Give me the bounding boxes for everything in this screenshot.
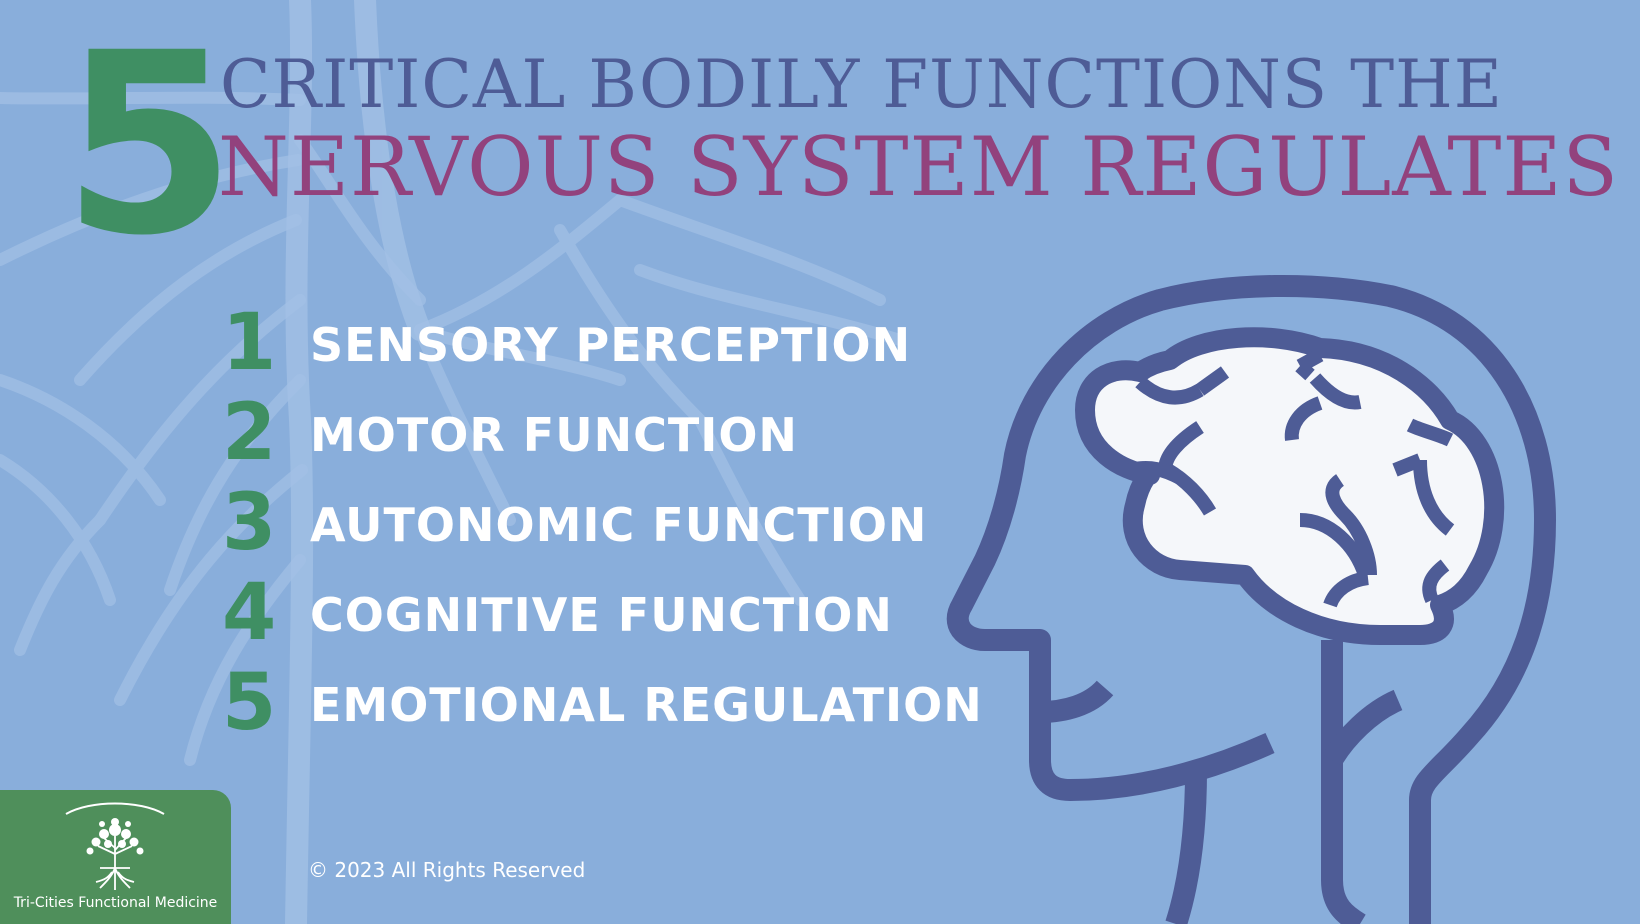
item-label: EMOTIONAL REGULATION xyxy=(310,678,983,732)
item-label: MOTOR FUNCTION xyxy=(310,408,798,462)
list-item: 1 SENSORY PERCEPTION xyxy=(222,300,982,390)
item-label: SENSORY PERCEPTION xyxy=(310,318,912,372)
item-number: 5 xyxy=(222,658,277,748)
title-line-1: CRITICAL BODILY FUNCTIONS THE xyxy=(220,46,1503,123)
list-item: 3 AUTONOMIC FUNCTION xyxy=(222,480,982,570)
big-number-five: 5 xyxy=(62,0,236,290)
head-brain-icon xyxy=(946,274,1556,924)
title-line-2: NERVOUS SYSTEM REGULATES xyxy=(218,121,1619,215)
logo-text: Tri-Cities Functional Medicine xyxy=(13,895,218,911)
logo-badge: Tri-Cities Functional Medicine xyxy=(0,790,231,924)
list-item: 4 COGNITIVE FUNCTION xyxy=(222,570,982,660)
tree-icon xyxy=(65,802,165,890)
copyright-text: © 2023 All Rights Reserved xyxy=(308,858,586,882)
item-number: 4 xyxy=(222,568,277,658)
item-label: AUTONOMIC FUNCTION xyxy=(310,498,928,552)
item-number: 3 xyxy=(222,478,277,568)
item-label: COGNITIVE FUNCTION xyxy=(310,588,893,642)
item-number: 1 xyxy=(222,298,277,388)
function-list: 1 SENSORY PERCEPTION 2 MOTOR FUNCTION 3 … xyxy=(222,300,982,750)
list-item: 2 MOTOR FUNCTION xyxy=(222,390,982,480)
item-number: 2 xyxy=(222,388,277,478)
list-item: 5 EMOTIONAL REGULATION xyxy=(222,660,982,750)
